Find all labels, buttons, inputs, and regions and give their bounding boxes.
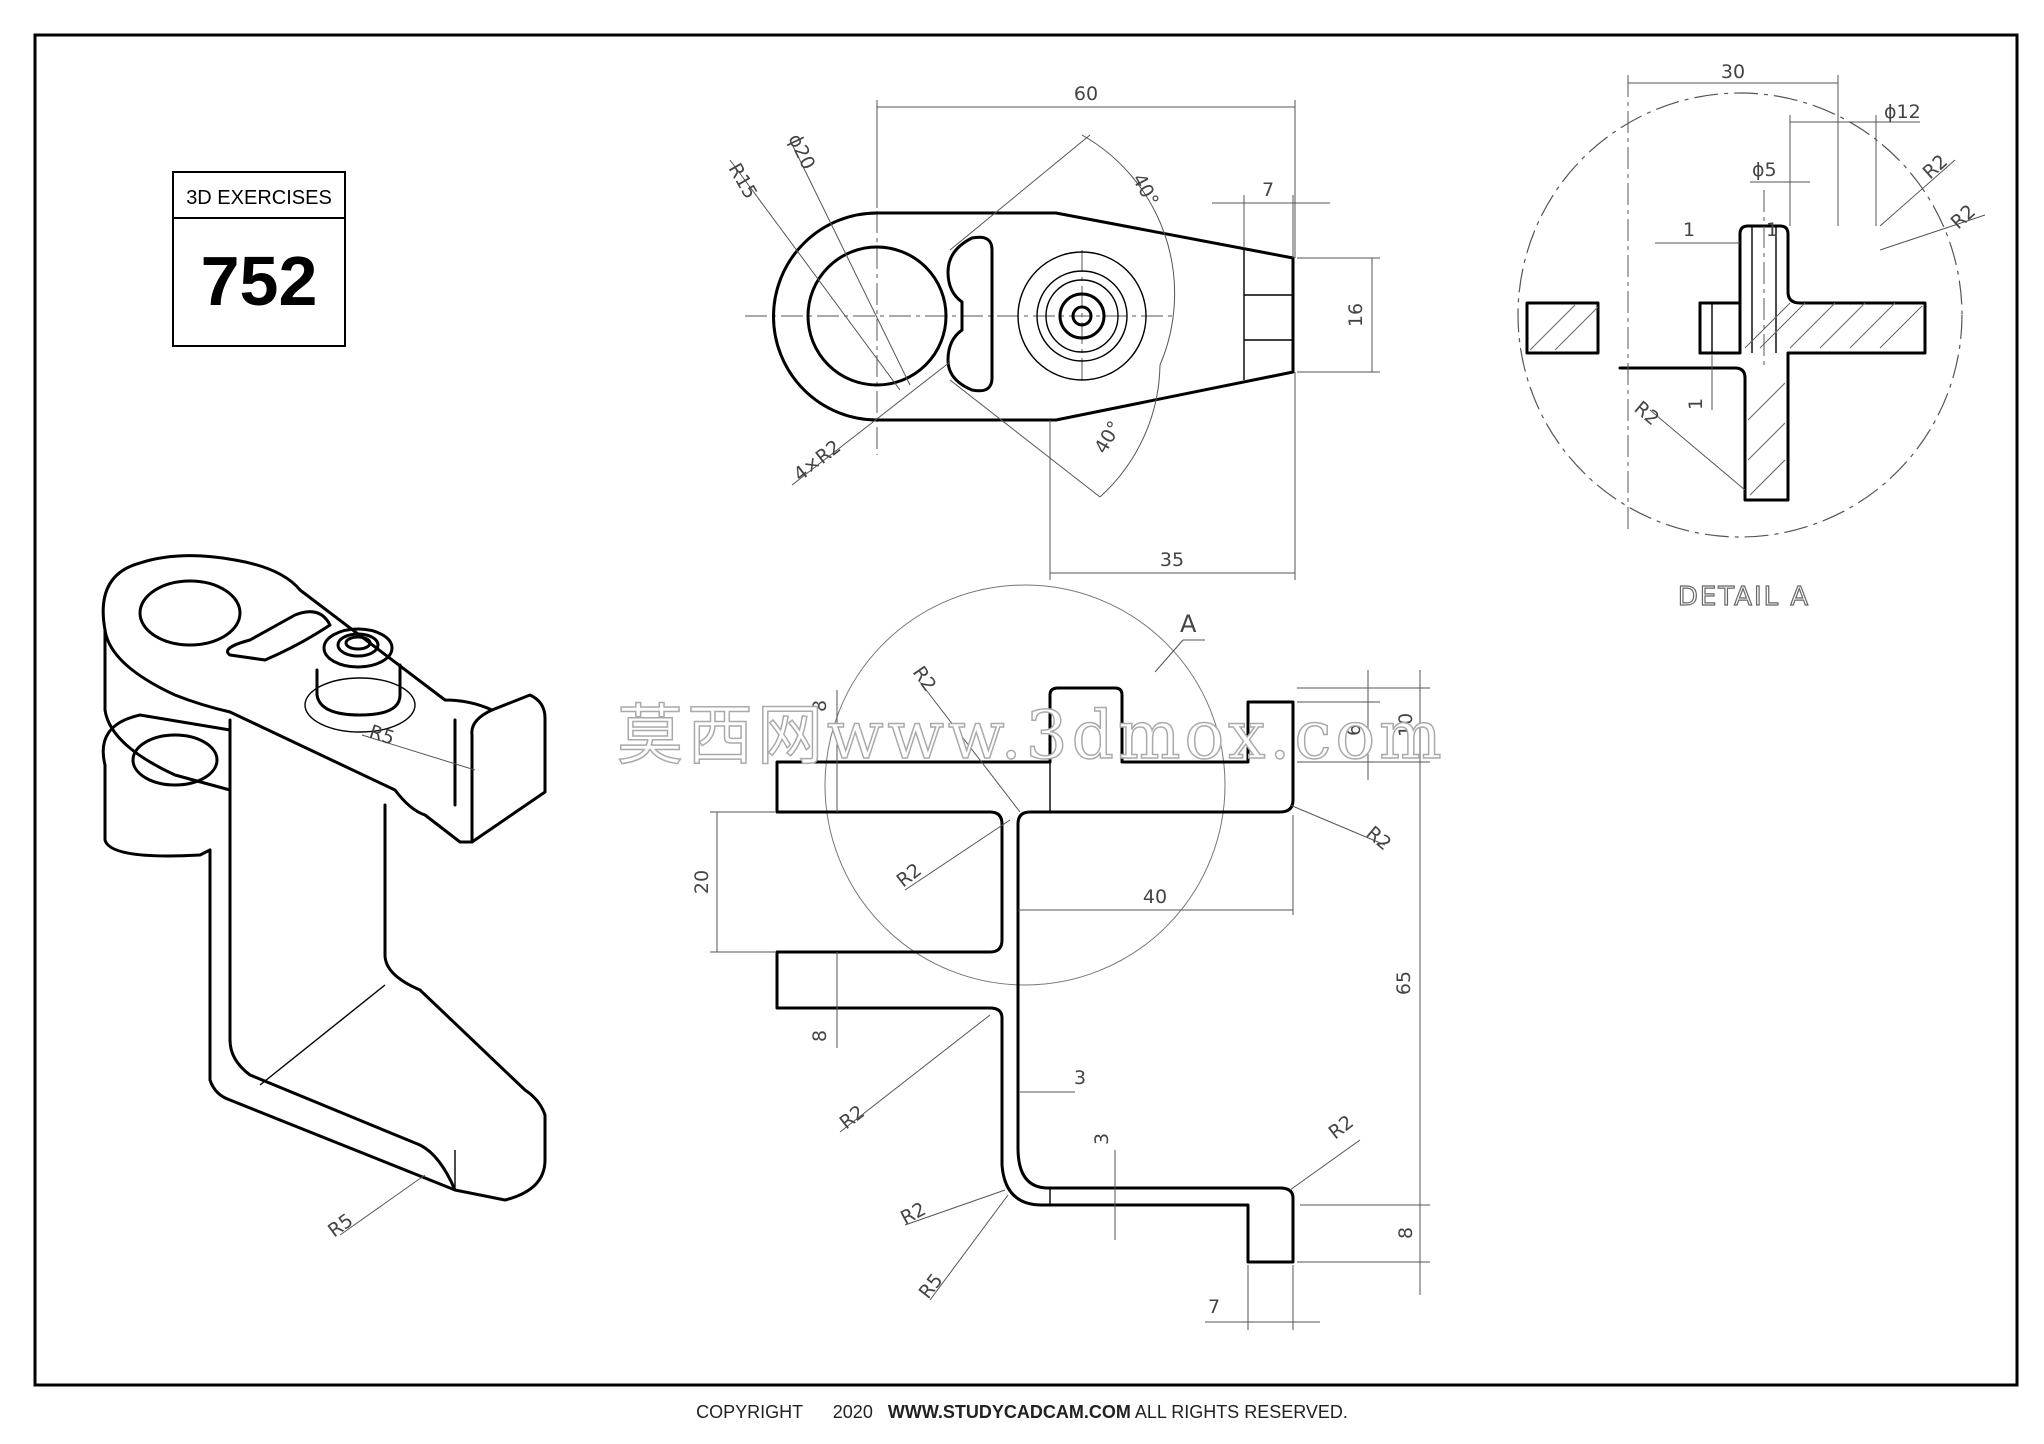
copyright-footer: COPYRIGHT 2020 WWW.STUDYCADCAM.COM ALL R… [0,1402,2044,1423]
detail-dim-1c: 1 [1685,398,1707,410]
dim-r2-right: R2 [1362,822,1396,855]
dim-3-floor: 3 [1091,1133,1113,1145]
top-view: 60 R15 ϕ20 40° 40° 7 16 4×R2 35 [724,83,1380,580]
dim-4xr2: 4×R2 [790,436,846,486]
detail-a: 30 ϕ12 ϕ5 R2 R2 1 1 1 R2 DETAIL A [1517,61,1986,613]
iso-dim-r5-bottom: R5 [324,1209,357,1242]
callout-a: A [1180,610,1197,638]
sheet-frame [33,33,2019,1387]
dim-10: 10 [1395,713,1417,737]
exercise-badge: 3D EXERCISES 752 [172,171,346,347]
dim-8-left: 8 [809,1030,831,1042]
detail-dim-r2-upper: R2 [1919,150,1953,183]
dim-16: 16 [1345,303,1367,327]
detail-dim-1a: 1 [1683,219,1695,241]
detail-dim-r2-right: R2 [1947,200,1981,233]
dim-r2-left: R2 [893,859,926,892]
dim-35: 35 [1160,549,1184,571]
footer-copyright: COPYRIGHT [696,1402,803,1422]
dim-8-right: 8 [1395,1227,1417,1239]
dim-60: 60 [1074,83,1098,105]
dim-40-upper: 40° [1128,170,1163,210]
dim-40: 40 [1143,886,1167,908]
detail-dim-phi5: ϕ5 [1752,159,1777,181]
dim-r2-bottom: R2 [1325,1111,1358,1144]
detail-dim-1b: 1 [1766,219,1778,241]
dim-r2-corner: R2 [897,1198,930,1229]
dim-r2-mid: R2 [836,1101,869,1134]
detail-dim-phi12: ϕ12 [1884,101,1921,123]
footer-site-link[interactable]: WWW.STUDYCADCAM.COM [887,1402,1131,1422]
detail-dim-r2-lower: R2 [1630,397,1664,430]
dim-65: 65 [1393,971,1415,995]
footer-year: 2020 [832,1402,873,1422]
footer-rights: ALL RIGHTS RESERVED. [1134,1402,1348,1422]
dim-r2-top: R2 [908,662,941,695]
dim-8-top: 8 [809,700,831,712]
badge-number: 752 [201,242,318,320]
dim-3-wall: 3 [1074,1067,1086,1089]
badge-label: 3D EXERCISES [186,187,332,209]
detail-dim-30: 30 [1721,61,1745,83]
dim-r15: R15 [724,160,762,203]
isometric-view: R5 R5 [101,554,547,1242]
dim-40-lower: 40° [1090,417,1126,457]
watermark-text: 莫西网www.3dmox.com [617,697,1446,774]
dim-6: 6 [1343,724,1365,736]
dim-7-top: 7 [1262,179,1274,201]
detail-title: DETAIL A [1678,582,1810,612]
iso-dim-r5-top: R5 [366,721,397,750]
dim-20: 20 [691,870,713,894]
dim-phi20: ϕ20 [784,131,820,174]
dim-7-bottom: 7 [1208,1296,1220,1318]
dim-r5: R5 [915,1270,948,1303]
